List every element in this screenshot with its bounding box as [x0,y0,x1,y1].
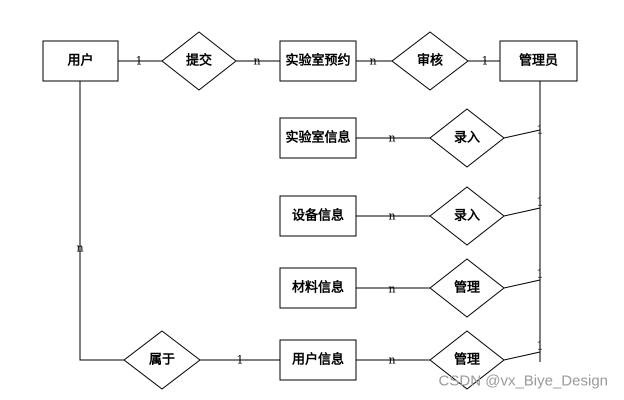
entity-admin: 管理员 [499,40,578,82]
relationship-manage-user-info-label: 管理 [454,352,480,368]
entity-user-info-label: 用户信息 [291,352,344,368]
cardinality-entry-admin-2: 1 [537,196,544,209]
entity-lab-reservation: 实验室预约 [279,40,357,82]
cardinality-user-submit: 1 [136,55,143,68]
relationship-entry-lab: 录入 [429,108,505,168]
relationship-manage-material-label: 管理 [454,280,480,296]
relationship-review: 审核 [391,31,469,91]
relationship-manage-user-info: 管理 [429,330,505,390]
watermark-text: CSDN @vx_Biye_Design [439,373,608,390]
entity-lab-reservation-label: 实验室预约 [285,53,350,69]
cardinality-reservation-review: n [369,55,376,68]
cardinality-manage-admin-1: 1 [537,268,544,281]
relationship-belongs-to: 属于 [123,330,201,390]
cardinality-belongs-userinfo: 1 [237,354,244,367]
edge-manage-admin-1 [503,279,541,289]
cardinality-userinfo-manage: n [388,354,395,367]
entity-equipment-info-label: 设备信息 [292,208,344,224]
cardinality-manage-admin-2: 1 [537,340,544,353]
relationship-entry-equipment: 录入 [429,186,505,246]
cardinality-material-manage: n [388,283,395,296]
cardinality-entry-admin-1: 1 [537,124,544,137]
edge-entry-admin-2 [503,207,541,217]
entity-equipment-info: 设备信息 [279,195,357,237]
relationship-entry-lab-label: 录入 [454,131,480,146]
relationship-submit-label: 提交 [186,53,212,69]
cardinality-labels: 1 n n 1 n 1 n 1 n 1 n 1 n 1 [76,55,543,367]
entity-user-label: 用户 [66,53,93,69]
cardinality-equipment-entry: n [388,210,395,223]
relationship-entry-equipment-label: 录入 [454,209,480,224]
entity-lab-info-label: 实验室信息 [285,130,350,146]
cardinality-review-admin: 1 [482,55,489,68]
edge-manage-admin-2 [503,351,541,361]
entity-material-info: 材料信息 [279,267,357,309]
cardinality-submit-reservation: n [253,55,260,68]
entity-material-info-label: 材料信息 [292,280,344,296]
edges [79,60,541,362]
edge-user-belongs [79,81,124,361]
entity-user-info: 用户信息 [279,339,357,381]
relationships: 提交 审核 录入 录入 管理 管理 属于 [123,31,505,390]
entities: 用户 实验室预约 管理员 实验室信息 设备信息 材料信息 用户信息 [42,40,578,381]
cardinality-lab-entry: n [388,132,395,145]
edge-entry-admin-1 [503,129,541,139]
cardinality-user-belongs: n [76,242,83,255]
relationship-manage-material: 管理 [429,258,505,318]
relationship-review-label: 审核 [417,53,443,69]
relationship-submit: 提交 [161,31,237,91]
entity-lab-info: 实验室信息 [279,117,357,159]
entity-admin-label: 管理员 [519,53,558,69]
entity-user: 用户 [42,40,119,82]
relationship-belongs-to-label: 属于 [149,353,175,368]
